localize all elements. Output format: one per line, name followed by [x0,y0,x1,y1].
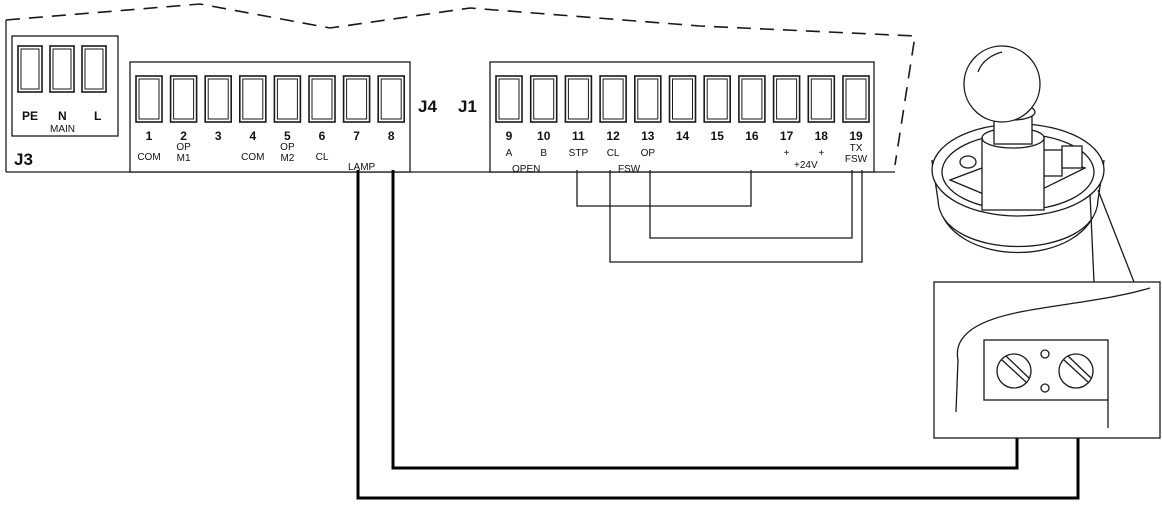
j1-terminal-number: 18 [815,129,829,143]
connector-j3: PE N L MAIN J3 [11,35,119,169]
j1-terminal-label: FSW [845,154,868,165]
j4-terminal-block-4 [239,75,267,123]
j3-terminal-l: L [94,109,101,123]
j3-terminal-pe: PE [22,109,38,123]
j1-terminal-block-19 [842,75,870,123]
j4-terminal-number: 6 [319,129,326,143]
j4-terminal-block-5 [273,75,302,123]
j1-label: J1 [458,97,477,116]
j4-lamp-label: LAMP [348,162,376,173]
j4-terminal-number: 7 [353,129,360,143]
j4-terminal-number: 3 [215,129,222,143]
j1-terminal-label: + [784,148,790,159]
j4-terminal-label: OP [280,142,295,153]
j1-terminal-block-14 [668,75,697,123]
j4-label: J4 [418,97,437,116]
j4-terminal-block-2 [169,75,198,123]
j3-label: J3 [14,150,33,169]
j1-terminal-block-10 [529,75,558,123]
j4-terminal-number: 4 [249,129,256,143]
j1-terminal-number: 13 [641,129,655,143]
j1-bridge-wires [576,170,863,263]
flashing-lamp-icon [931,45,1135,283]
j1-terminal-label: + [818,148,824,159]
j3-terminal-block-2 [81,45,107,93]
j1-terminal-number: 19 [849,129,863,143]
j4-terminal-label: CL [316,152,329,163]
j1-24v-label: +24V [794,160,818,171]
j1-terminal-block-18 [807,75,836,123]
j1-terminal-number: 12 [606,129,620,143]
j1-terminal-block-15 [703,75,732,123]
j4-terminal-block-8 [377,75,406,123]
j3-main-label: MAIN [50,124,75,135]
j3-terminal-block-1 [49,45,75,93]
j1-terminal-number: 15 [711,129,725,143]
j4-terminal-block-7 [342,75,371,123]
j1-terminal-block-16 [738,75,766,123]
j1-terminal-label: A [506,148,513,159]
two-screw-terminal-icon [933,281,1161,439]
j4-terminal-label: COM [241,152,264,163]
j1-terminal-label: OP [641,148,656,159]
j4-terminal-number: 1 [146,129,153,143]
j1-terminal-number: 16 [745,129,759,143]
j1-terminal-block-13 [633,75,662,123]
j1-terminal-number: 17 [780,129,794,143]
j1-terminal-block-11 [564,75,593,123]
j1-terminal-number: 10 [537,129,551,143]
j3-terminal-n: N [58,109,67,123]
j1-terminal-label: TX [850,143,863,154]
j1-terminal-block-9 [495,75,523,123]
j4-terminal-label: COM [137,152,160,163]
j4-terminal-label: M1 [177,153,191,164]
j1-terminal-block-17 [772,75,801,123]
j1-terminal-block-12 [599,75,627,123]
j4-terminal-number: 2 [180,129,187,143]
j1-terminal-number: 14 [676,129,690,143]
j4-terminal-number: 5 [284,129,291,143]
j1-open-label: OPEN [512,164,540,175]
j1-fsw-label: FSW [618,164,641,175]
j4-terminal-label: M2 [280,153,294,164]
j4-terminal-block-6 [308,75,336,123]
j4-terminal-block-1 [135,75,163,123]
j3-terminal-block-0 [17,45,43,93]
j1-terminal-number: 9 [506,129,513,143]
j4-terminal-number: 8 [388,129,395,143]
j1-terminal-label: STP [569,148,589,159]
j4-terminal-label: OP [176,142,191,153]
j1-terminal-number: 11 [572,129,585,143]
j4-terminal-block-3 [204,75,232,123]
j1-terminal-label: B [540,148,547,159]
j1-terminal-label: CL [607,148,620,159]
